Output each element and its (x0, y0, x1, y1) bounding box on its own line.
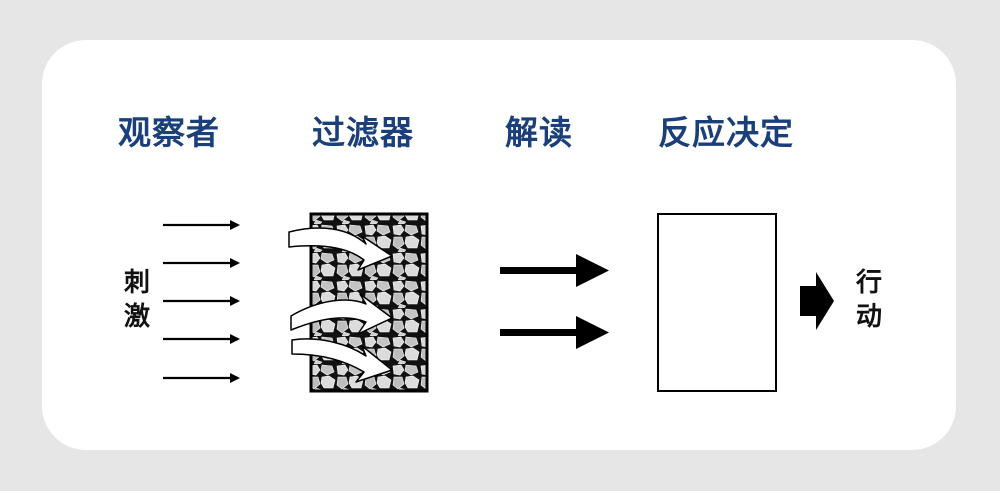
heading-interpret: 解读 (505, 113, 573, 152)
stimulus-label-text: 刺激 (123, 268, 150, 332)
filter-block (288, 212, 429, 393)
heading-decision: 反应决定 (658, 113, 794, 152)
heading-filter: 过滤器 (312, 113, 414, 152)
interpret-arrow-1 (500, 254, 609, 287)
heading-observer: 观察者 (118, 113, 220, 152)
action-arrow (800, 272, 834, 330)
action-label-text: 行动 (855, 268, 882, 332)
filter-flow-arrows (288, 227, 393, 383)
stimulus-arrows (163, 220, 240, 383)
stimulus-label: 刺激 (120, 266, 154, 334)
decision-box (657, 213, 777, 392)
diagram-card (42, 40, 956, 450)
interpret-arrow-2 (500, 316, 609, 349)
interpret-arrows (500, 254, 609, 349)
action-label: 行动 (852, 266, 886, 334)
